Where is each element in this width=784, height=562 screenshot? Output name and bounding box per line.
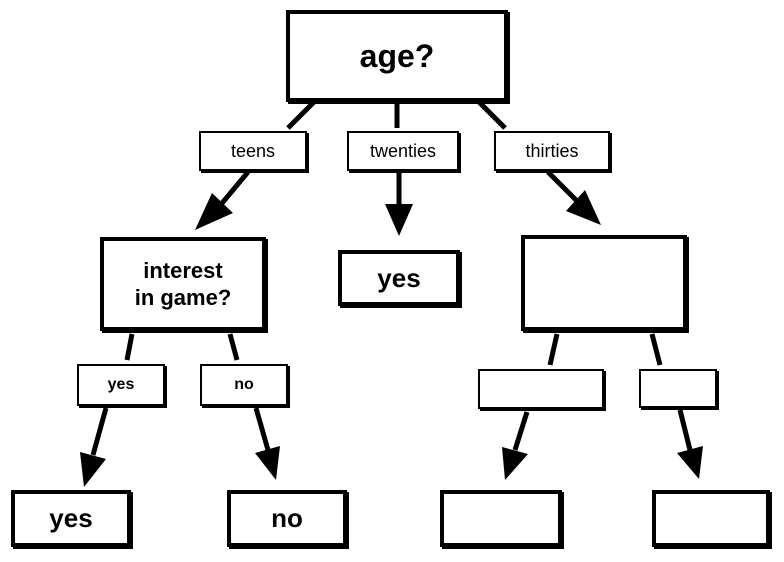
root-node: age? (286, 10, 508, 102)
branch-twenties: twenties (347, 131, 459, 171)
branch-teens: teens (199, 131, 307, 171)
edge-root-thirties (476, 99, 507, 130)
branch-interest-no: no (200, 364, 288, 406)
edge-no-leaf (253, 407, 271, 451)
interest-node: interest in game? (100, 237, 266, 331)
interest-line1: interest (143, 257, 223, 283)
leaf-thirties-left-empty (440, 490, 562, 547)
branch-thirties-label: thirties (525, 140, 579, 161)
leaf-twenties-label: yes (377, 262, 421, 293)
edge-thirties-left (547, 333, 560, 366)
branch-teens-label: teens (230, 140, 276, 161)
branch-interest-yes: yes (77, 364, 165, 406)
leaf-thirties-right-empty (652, 490, 770, 547)
edge-interest-no (227, 333, 240, 361)
edge-root-teens (286, 99, 317, 130)
leaf-twenties-yes: yes (338, 250, 460, 306)
edge-thirties-right (649, 333, 663, 366)
branch-thirties: thirties (494, 131, 610, 171)
arrowhead-twenties (385, 204, 413, 236)
edge-thirties-node (546, 170, 580, 204)
edge-right-leaf (677, 409, 693, 451)
leaf-interest-yes: yes (11, 490, 131, 547)
thirties-node-empty (521, 235, 687, 331)
interest-line2: in game? (134, 285, 232, 310)
branch-interest-yes-label: yes (107, 376, 135, 393)
root-label: age? (359, 38, 435, 74)
arrowhead-yes-leaf (80, 452, 106, 487)
edge-yes-leaf (90, 407, 109, 456)
leaf-interest-no: no (227, 490, 347, 547)
arrowhead-thirties (566, 190, 601, 225)
arrowhead-no-leaf (255, 446, 280, 480)
leaf-interest-yes-label: yes (49, 503, 93, 534)
edge-left-leaf (512, 411, 530, 451)
branch-thirties-left-empty (478, 369, 604, 409)
edge-teens-interest (216, 170, 250, 210)
branch-twenties-label: twenties (369, 140, 437, 161)
edge-interest-yes (124, 333, 135, 361)
arrowhead-left-leaf (502, 447, 528, 480)
arrowhead-right-leaf (677, 446, 703, 479)
arrowhead-teens (195, 193, 233, 230)
branch-interest-no-label: no (234, 376, 254, 393)
leaf-interest-no-label: no (271, 503, 303, 534)
branch-thirties-right-empty (639, 369, 717, 408)
